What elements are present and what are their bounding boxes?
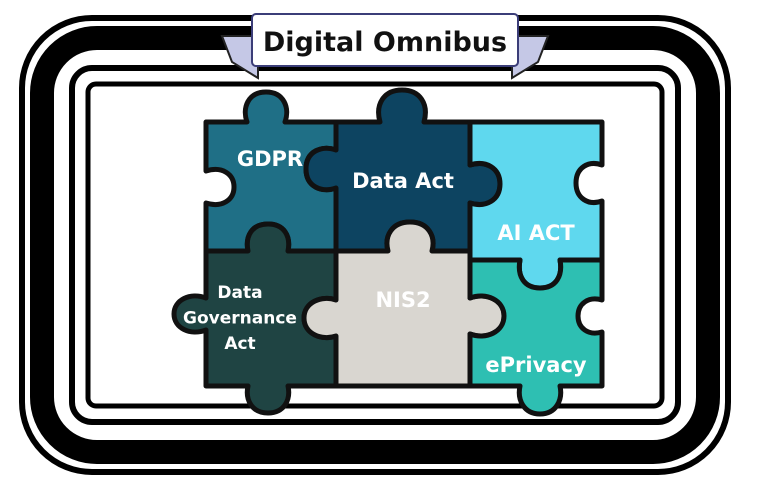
piece-label-line: Governance bbox=[183, 309, 297, 329]
piece-label-nis2: NIS2 bbox=[375, 288, 430, 312]
piece-label-line: GDPR bbox=[237, 147, 303, 171]
piece-label-ai-act: AI ACT bbox=[497, 221, 575, 245]
banner-title: Digital Omnibus bbox=[263, 27, 507, 58]
piece-label-line: AI ACT bbox=[497, 221, 575, 245]
piece-label-eprivacy: ePrivacy bbox=[485, 353, 586, 377]
piece-data-act: Data Act bbox=[303, 87, 503, 254]
banner-ribbon-right bbox=[511, 35, 550, 80]
banner-box bbox=[251, 13, 519, 67]
piece-eprivacy-shape bbox=[467, 257, 605, 417]
piece-eprivacy: ePrivacy bbox=[467, 257, 605, 417]
piece-label-line: Act bbox=[224, 334, 255, 354]
piece-label-gdpr: GDPR bbox=[237, 147, 303, 171]
title-banner: Digital Omnibus bbox=[220, 13, 550, 80]
piece-label-line: ePrivacy bbox=[485, 353, 586, 377]
piece-label-line: Data Act bbox=[352, 169, 454, 193]
piece-label-data-act: Data Act bbox=[352, 169, 454, 193]
banner-ribbon-left bbox=[220, 35, 259, 80]
piece-label-line: NIS2 bbox=[375, 288, 430, 312]
piece-label-line: Data bbox=[217, 283, 262, 303]
